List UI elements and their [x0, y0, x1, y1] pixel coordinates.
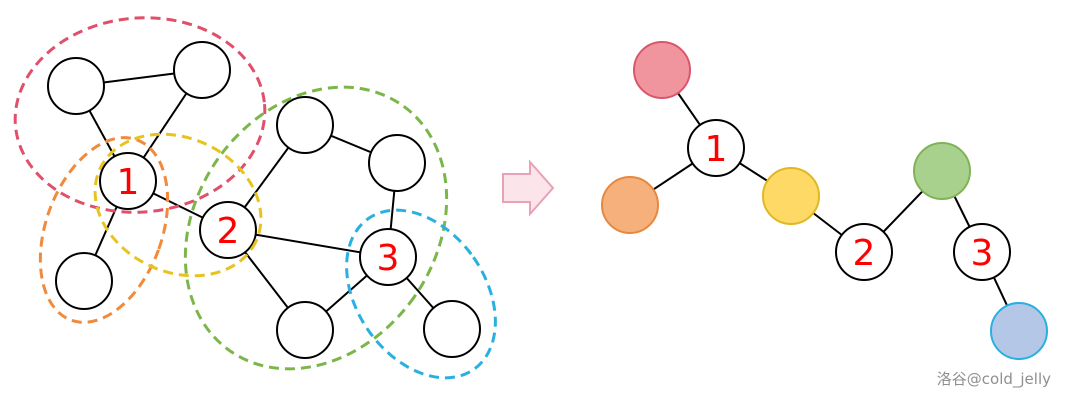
block-node-yellow	[762, 167, 820, 225]
block-outline-orange	[38, 136, 170, 324]
cut-vertex-3	[359, 228, 417, 286]
block-node-blue	[990, 302, 1048, 360]
graph-node	[368, 134, 426, 192]
block-outline-green	[183, 85, 449, 371]
cut-vertex-1	[99, 152, 157, 210]
tree-cut-vertex-2	[835, 223, 893, 281]
block-outline-blue	[345, 208, 497, 380]
graph-node	[55, 252, 113, 310]
block-node-red	[633, 41, 691, 99]
tree-cut-vertex-1	[687, 119, 745, 177]
graph-node	[276, 96, 334, 154]
block-cut-tree: 1 2 3	[601, 41, 1048, 360]
tree-cut-vertex-label-3: 3	[971, 233, 994, 274]
cut-vertex-label-1: 1	[117, 162, 140, 203]
block-outline-red	[13, 16, 267, 214]
graph-node	[47, 57, 105, 115]
graph-node	[423, 300, 481, 358]
tree-cut-vertex-label-2: 2	[853, 233, 876, 274]
watermark-text: 洛谷@cold_jelly	[936, 370, 1051, 388]
tree-edges	[629, 69, 1020, 332]
block-outline-yellow	[93, 132, 263, 278]
original-graph: 1 2 3	[13, 16, 497, 380]
cut-vertex-2	[199, 201, 257, 259]
cut-vertex-label-2: 2	[217, 211, 240, 252]
transform-arrow-icon	[502, 159, 555, 217]
graph-node	[276, 301, 334, 359]
graph-node	[173, 41, 231, 99]
tree-cut-vertex-3	[953, 223, 1011, 281]
block-node-orange	[601, 176, 659, 234]
tree-cut-vertex-label-1: 1	[705, 129, 728, 170]
graph-nodes	[47, 41, 481, 359]
block-outlines	[13, 16, 497, 380]
block-node-green	[913, 142, 971, 200]
cut-vertex-label-3: 3	[377, 238, 400, 279]
